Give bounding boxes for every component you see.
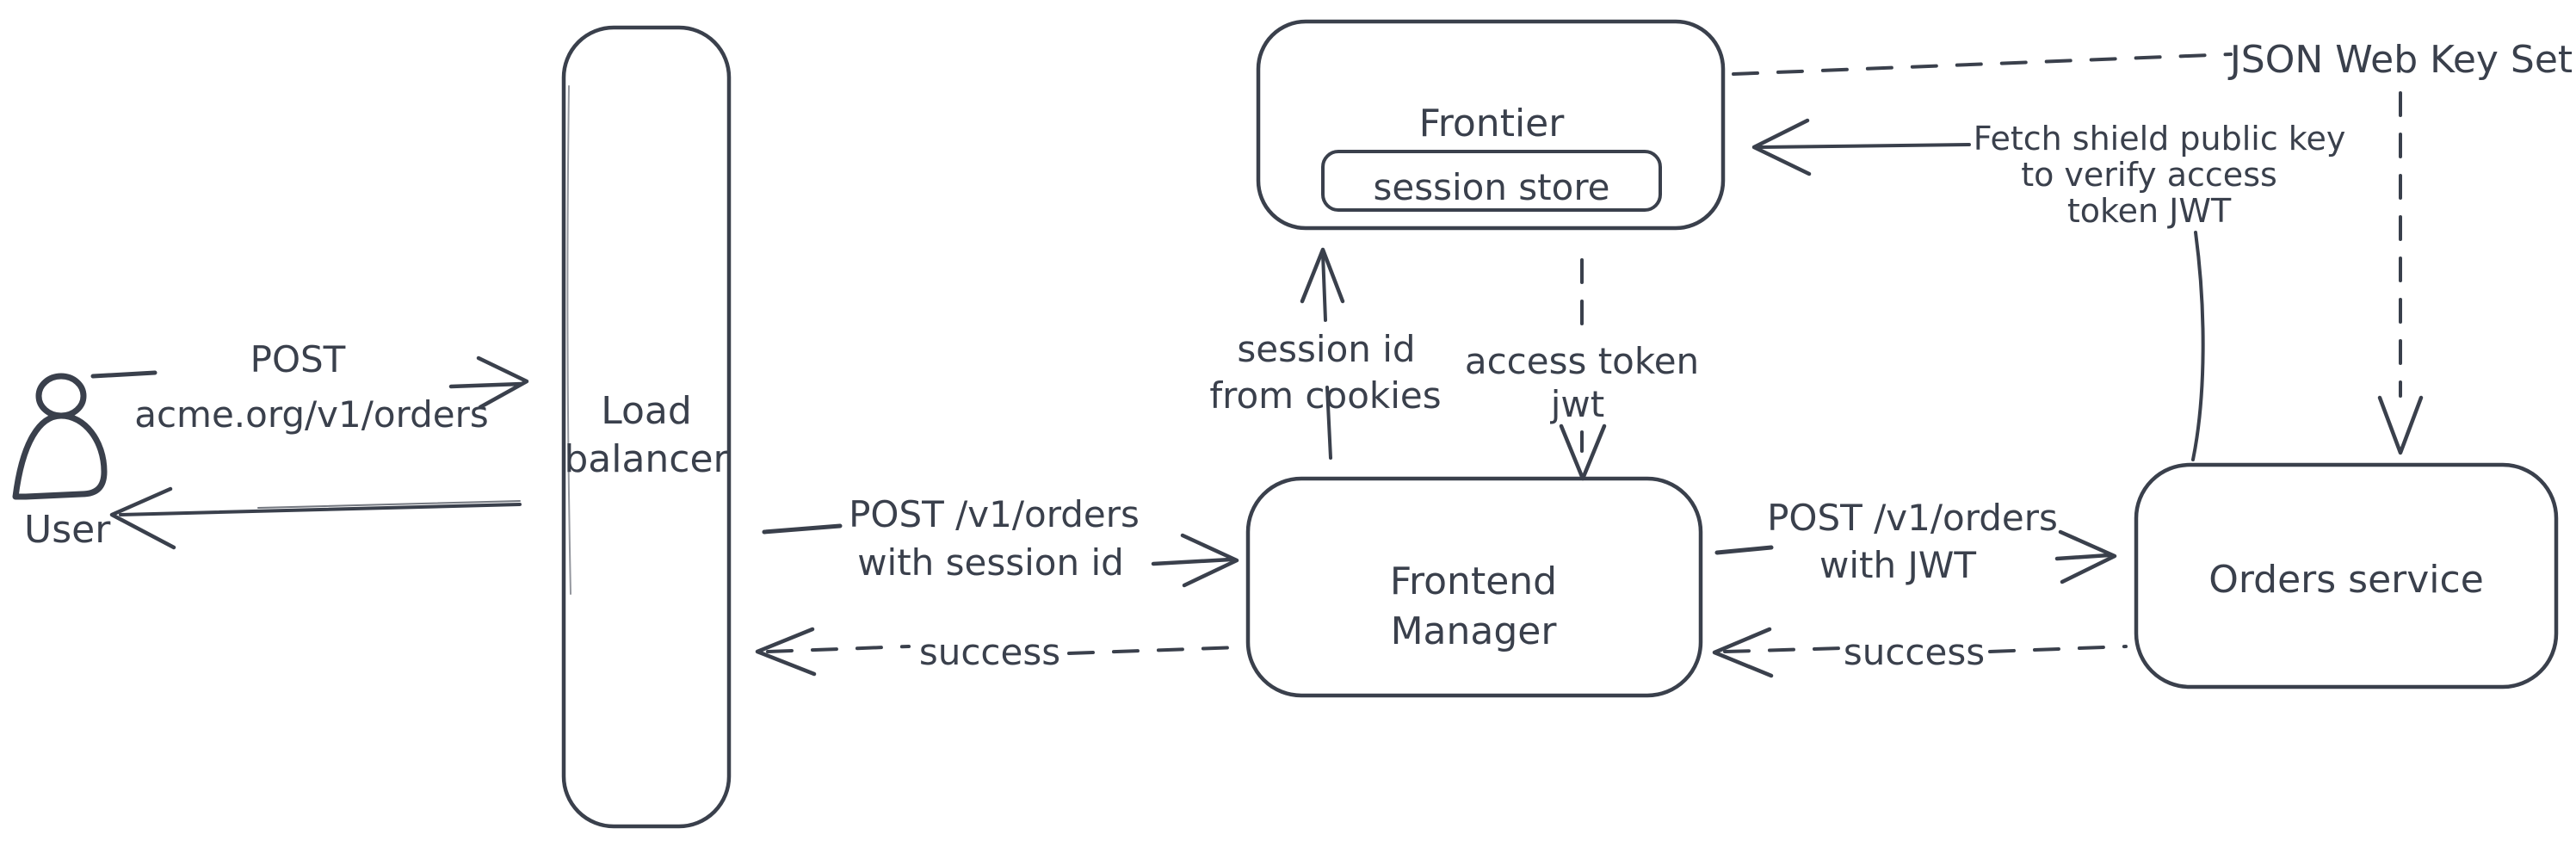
edge-orders-service-to-frontend-manager-success[interactable]: success [1712, 627, 2128, 678]
jwks-label: JSON Web Key Set [2227, 38, 2573, 82]
arrowhead-left [109, 486, 176, 550]
edge-label: acme.org/v1/orders [134, 393, 489, 436]
user-label: User [24, 508, 111, 552]
user-node[interactable]: User [12, 373, 111, 552]
session-store-node[interactable]: session store [1321, 150, 1662, 212]
edge-label: with session id [857, 541, 1124, 584]
arrowhead-left [755, 627, 817, 677]
arrowhead-up [1300, 247, 1345, 304]
edge-label: token JWT [2067, 192, 2232, 230]
edge-label: success [919, 631, 1060, 673]
edge-label: POST [250, 338, 346, 380]
user-icon [12, 373, 108, 500]
edge-label: Fetch shield public key [1974, 120, 2346, 158]
edge-load-balancer-to-frontend-manager[interactable]: POST /v1/orders with session id [762, 493, 1239, 588]
frontend-manager-label: Frontend [1390, 560, 1557, 603]
edge-label: with JWT [1819, 544, 1976, 586]
edge-label: POST /v1/orders [1767, 497, 2058, 539]
edge-jwks-to-orders-service[interactable] [2377, 91, 2424, 455]
edge-label: access token [1465, 340, 1699, 382]
edge-label: POST /v1/orders [849, 493, 1140, 535]
load-balancer-label: Load [601, 389, 692, 433]
arrowhead-right [1180, 533, 1239, 588]
frontier-label: Frontier [1419, 102, 1566, 145]
arrowhead-right [2058, 529, 2117, 584]
edge-label: jwt [1550, 383, 1605, 425]
edge-frontier-to-frontend-manager[interactable]: access token jwt [1465, 258, 1699, 481]
frontend-manager-node[interactable]: Frontend Manager [1245, 476, 1703, 698]
edge-label: to verify access [2021, 156, 2277, 194]
load-balancer-label: balancer [564, 437, 729, 481]
edge-label: session id [1237, 328, 1415, 370]
edge-frontier-to-jwks[interactable]: JSON Web Key Set [1732, 38, 2573, 82]
orders-service-node[interactable]: Orders service [2134, 462, 2559, 689]
arrowhead-down [2377, 395, 2424, 455]
session-store-label: session store [1373, 166, 1609, 208]
edge-label: success [1844, 631, 1985, 673]
edge-frontend-manager-to-orders-service[interactable]: POST /v1/orders with JWT [1714, 497, 2117, 586]
orders-service-label: Orders service [2208, 558, 2484, 602]
edge-user-to-load-balancer[interactable]: POST acme.org/v1/orders [90, 338, 529, 436]
frontier-node[interactable]: Frontier session store [1256, 19, 1726, 231]
edge-orders-service-to-frontier-fetch[interactable]: Fetch shield public key to verify access… [1751, 118, 2346, 461]
arrowhead-left [1712, 627, 1774, 678]
arrowhead-left [1751, 118, 1812, 176]
arrowhead-right [476, 355, 529, 410]
frontend-manager-label: Manager [1391, 609, 1558, 653]
edge-frontend-manager-to-load-balancer-success[interactable]: success [755, 627, 1241, 677]
load-balancer-node[interactable]: Load balancer [561, 25, 732, 829]
edge-frontend-manager-to-frontier[interactable]: session id from cookies [1209, 247, 1442, 460]
edge-label: from cookies [1209, 374, 1441, 417]
edge-load-balancer-to-user[interactable] [109, 486, 522, 550]
